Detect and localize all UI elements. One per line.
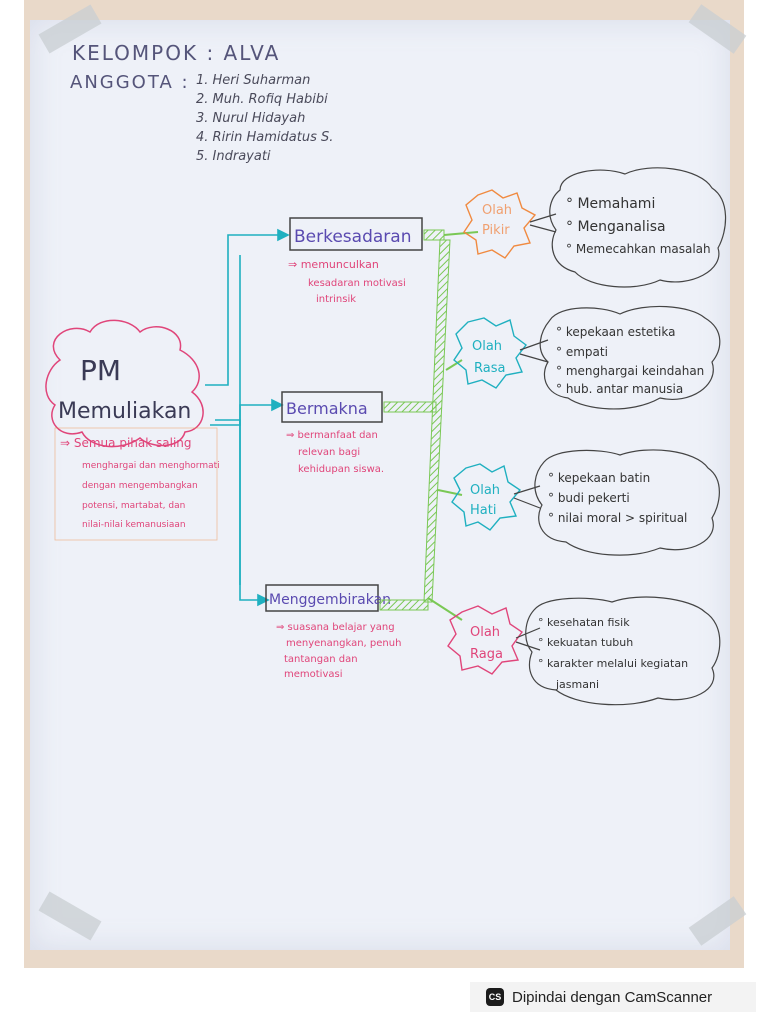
middle-label: Berkesadaran bbox=[294, 227, 411, 247]
cloud-rasa: ° kepekaan estetika ° empati ° mengharga… bbox=[539, 305, 721, 410]
olah-label-line1: Olah bbox=[470, 483, 500, 498]
cloud-item: ° Memahami bbox=[566, 196, 655, 212]
middle-desc-line: tantangan dan bbox=[284, 654, 358, 665]
cloud-hati: ° kepekaan batin ° budi pekerti ° nilai … bbox=[534, 449, 720, 556]
member-item: 2. Muh. Rofiq Habibi bbox=[196, 92, 328, 107]
member-item: 5. Indrayati bbox=[196, 149, 271, 164]
middle-desc-line: relevan bagi bbox=[298, 447, 360, 458]
olah-node-pikir: Olah Pikir bbox=[463, 189, 537, 259]
root-desc-line: potensi, martabat, dan bbox=[82, 501, 185, 511]
middle-label: Menggembirakan bbox=[269, 592, 391, 608]
olah-label-line1: Olah bbox=[470, 625, 500, 640]
green-connectors bbox=[379, 229, 479, 621]
middle-desc-line: memotivasi bbox=[284, 669, 343, 680]
cloud-item: ° Memecahkan masalah bbox=[566, 242, 711, 256]
flipchart-paper bbox=[30, 20, 730, 950]
cloud-item: jasmani bbox=[555, 678, 599, 691]
root-desc-line: menghargai dan menghormati bbox=[82, 461, 220, 471]
root-desc-box bbox=[54, 427, 218, 541]
cloud-item: ° menghargai keindahan bbox=[556, 364, 704, 378]
olah-to-cloud-connectors bbox=[513, 213, 557, 651]
members-label: ANGGOTA : bbox=[70, 72, 190, 93]
cloud-item: ° hub. antar manusia bbox=[556, 382, 683, 396]
root-connectors bbox=[205, 228, 290, 607]
camscanner-text: Dipindai dengan CamScanner bbox=[512, 988, 713, 1006]
root-title-line2: Memuliakan bbox=[58, 399, 191, 424]
cloud-item: ° kepekaan batin bbox=[548, 471, 650, 485]
middle-desc-line: kehidupan siswa. bbox=[298, 464, 384, 475]
cloud-item: ° nilai moral > spiritual bbox=[548, 511, 687, 525]
root-desc-line: nilai-nilai kemanusiaan bbox=[82, 520, 186, 530]
cloud-item: ° Menganalisa bbox=[566, 219, 666, 235]
olah-label-line2: Hati bbox=[470, 503, 496, 518]
cloud-item: ° karakter melalui kegiatan bbox=[538, 657, 688, 670]
olah-label-line2: Pikir bbox=[482, 223, 510, 238]
member-item: 1. Heri Suharman bbox=[196, 73, 310, 88]
olah-label-line2: Rasa bbox=[474, 361, 505, 376]
root-desc-line: dengan mengembangkan bbox=[82, 481, 198, 491]
member-item: 4. Ririn Hamidatus S. bbox=[196, 130, 333, 145]
middle-desc-line: intrinsik bbox=[316, 294, 356, 305]
root-title-line1: PM bbox=[80, 354, 121, 387]
olah-node-rasa: Olah Rasa bbox=[453, 317, 527, 389]
middle-node-menggembirakan: Menggembirakan ⇒ suasana belajar yang me… bbox=[265, 584, 401, 680]
root-description: ⇒ Semua pihak saling menghargai dan meng… bbox=[60, 436, 220, 530]
root-desc-line: ⇒ Semua pihak saling bbox=[60, 436, 192, 450]
middle-desc-line: ⇒ bermanfaat dan bbox=[286, 430, 378, 441]
middle-label: Bermakna bbox=[286, 399, 368, 418]
middle-desc-line: kesadaran motivasi bbox=[308, 278, 406, 289]
cloud-pikir: ° Memahami ° Menganalisa ° Memecahkan ma… bbox=[549, 167, 727, 288]
olah-node-raga: Olah Raga bbox=[447, 605, 523, 675]
olah-node-hati: Olah Hati bbox=[451, 463, 522, 531]
middle-node-bermakna: Bermakna ⇒ bermanfaat dan relevan bagi k… bbox=[281, 391, 384, 475]
middle-desc-line: ⇒ memunculkan bbox=[288, 258, 379, 271]
root-cloud bbox=[45, 319, 204, 448]
middle-desc-line: ⇒ suasana belajar yang bbox=[276, 622, 395, 633]
cloud-raga: ° kesehatan fisik ° kekuatan tubuh ° kar… bbox=[525, 596, 721, 706]
camscanner-footer: CS Dipindai dengan CamScanner bbox=[470, 982, 756, 1012]
cloud-item: ° budi pekerti bbox=[548, 491, 630, 505]
middle-node-berkesadaran: Berkesadaran ⇒ memunculkan kesadaran mot… bbox=[288, 217, 423, 305]
cloud-item: ° empati bbox=[556, 345, 608, 359]
cloud-item: ° kepekaan estetika bbox=[556, 325, 675, 339]
middle-desc-line: menyenangkan, penuh bbox=[286, 638, 401, 649]
group-title: KELOMPOK : ALVA bbox=[72, 41, 280, 65]
member-list: 1. Heri Suharman 2. Muh. Rofiq Habibi 3.… bbox=[196, 73, 333, 164]
cloud-item: ° kekuatan tubuh bbox=[538, 636, 633, 649]
camscanner-logo-icon: CS bbox=[486, 988, 504, 1006]
olah-label-line1: Olah bbox=[472, 339, 502, 354]
cloud-item: ° kesehatan fisik bbox=[538, 616, 630, 629]
olah-label-line2: Raga bbox=[470, 647, 503, 662]
olah-label-line1: Olah bbox=[482, 203, 512, 218]
member-item: 3. Nurul Hidayah bbox=[196, 111, 305, 126]
